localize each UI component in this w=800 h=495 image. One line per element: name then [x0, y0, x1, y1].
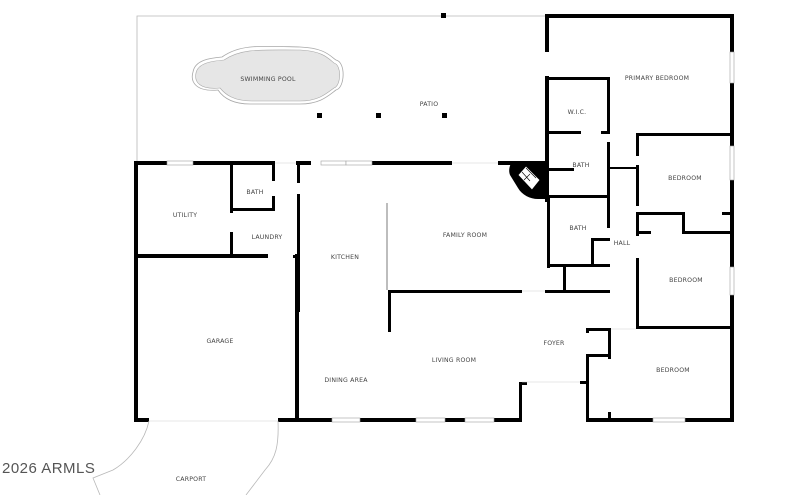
room-labels: SWIMMING POOL PATIO PRIMARY BEDROOM W.I.C. B… — [173, 75, 703, 483]
room-label-wic: W.I.C. — [568, 109, 587, 116]
room-label-foyer: FOYER — [543, 340, 565, 347]
room-label-bedroom-1: BEDROOM — [668, 175, 702, 182]
room-label-dining-area: DINING AREA — [324, 377, 368, 384]
walls — [134, 14, 734, 422]
room-label-patio: PATIO — [420, 101, 439, 108]
room-label-bedroom-2: BEDROOM — [669, 277, 703, 284]
room-label-bedroom-3: BEDROOM — [656, 367, 690, 374]
copyright-watermark: 2026 ARMLS — [2, 460, 96, 477]
room-label-carport: CARPORT — [176, 476, 207, 483]
room-label-utility: UTILITY — [173, 212, 197, 219]
room-label-bath-laundry: BATH — [246, 189, 263, 196]
room-label-family-room: FAMILY ROOM — [443, 232, 487, 239]
carport-outline — [92, 420, 279, 495]
room-label-hall: HALL — [614, 240, 631, 247]
room-label-kitchen: KITCHEN — [331, 254, 359, 261]
room-label-bath-primary: BATH — [572, 162, 589, 169]
room-label-garage: GARAGE — [206, 338, 233, 345]
room-label-primary-bedroom: PRIMARY BEDROOM — [625, 75, 689, 82]
openings — [149, 162, 636, 422]
windows — [166, 51, 735, 423]
room-label-living-room: LIVING ROOM — [432, 357, 476, 364]
room-label-swimming-pool: SWIMMING POOL — [240, 76, 296, 83]
room-label-bath-hall: BATH — [569, 225, 586, 232]
room-label-laundry: LAUNDRY — [252, 234, 283, 241]
patio-area — [136, 13, 547, 163]
swimming-pool-shape — [191, 45, 344, 105]
